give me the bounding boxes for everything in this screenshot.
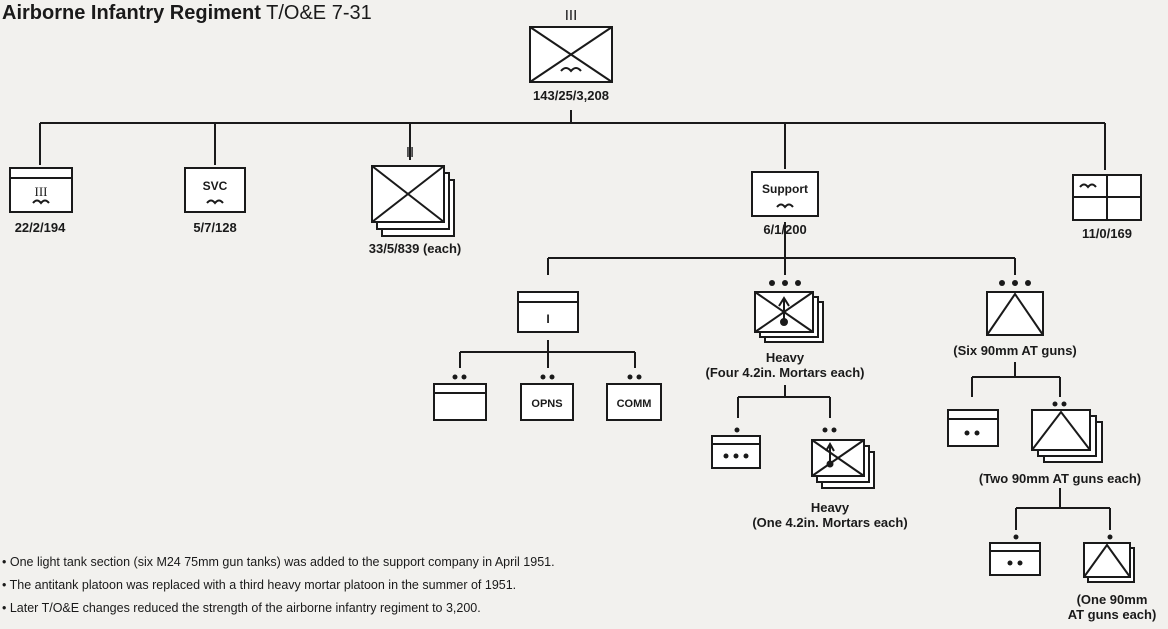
comm-section-symbol-text: COMM bbox=[617, 398, 652, 410]
heavy-mortar-platoons-caption: Heavy (Four 4.2in. Mortars each) bbox=[706, 350, 865, 380]
caption-line: (One 90mm bbox=[1076, 592, 1148, 607]
medical-company-strength: 11/0/169 bbox=[1082, 226, 1132, 241]
diagram-title: Airborne Infantry Regiment T/O&E 7-31 bbox=[2, 2, 372, 25]
support-company-strength: 6/1/200 bbox=[763, 222, 807, 237]
footnote: • Later T/O&E changes reduced the streng… bbox=[2, 601, 481, 615]
antitank-platoon-caption: (Six 90mm AT guns) bbox=[953, 343, 1077, 358]
caption-line: (Four 4.2in. Mortars each) bbox=[705, 365, 865, 380]
antitank-squad-symbol bbox=[1083, 542, 1135, 583]
footnotes: • One light tank section (six M24 75mm g… bbox=[2, 551, 555, 620]
connector-line bbox=[459, 340, 636, 368]
echelon-mark: II bbox=[406, 144, 414, 161]
caption-line: Heavy bbox=[765, 350, 805, 365]
echelon-mark: III bbox=[565, 7, 578, 24]
hq-company-symbol-text: III bbox=[35, 184, 48, 199]
service-company-symbol-text: SVC bbox=[203, 179, 228, 193]
platoon-dots bbox=[769, 280, 1031, 286]
regiment-symbol bbox=[529, 26, 613, 83]
mortar-hq-section-symbol bbox=[711, 435, 761, 469]
caption-line: (One 4.2in. Mortars each) bbox=[752, 515, 908, 530]
title-main: Airborne Infantry Regiment bbox=[2, 2, 261, 24]
antitank-platoon-symbol bbox=[986, 291, 1044, 336]
connector-line bbox=[1015, 488, 1111, 530]
heavy-mortar-section-symbol bbox=[811, 439, 875, 489]
heavy-mortar-platoon-symbol bbox=[754, 291, 824, 343]
heavy-mortar-sections-caption: Heavy (One 4.2in. Mortars each) bbox=[752, 500, 907, 530]
hq-company-strength: 22/2/194 bbox=[14, 220, 66, 235]
squad-dots bbox=[1013, 534, 1113, 540]
footnote: • One light tank section (six M24 75mm g… bbox=[2, 555, 555, 569]
support-company-symbol bbox=[751, 171, 819, 217]
support-hq-platoon-symbol bbox=[517, 291, 579, 333]
title-suffix: T/O&E 7-31 bbox=[266, 2, 372, 24]
antitank-section-symbol bbox=[1031, 409, 1103, 463]
ops-section-symbol bbox=[520, 383, 574, 421]
caption-line: AT guns each) bbox=[1067, 607, 1157, 622]
hq-section-symbol bbox=[433, 383, 487, 421]
at-squad-hq-symbol bbox=[989, 542, 1041, 576]
section-dots bbox=[452, 374, 642, 380]
footnote: • The antitank platoon was replaced with… bbox=[2, 578, 517, 592]
service-company-strength: 5/7/128 bbox=[193, 220, 237, 235]
caption-line: Heavy bbox=[810, 500, 850, 515]
at-hq-section-symbol bbox=[947, 409, 999, 447]
support-company-symbol-text: Support bbox=[762, 182, 808, 196]
connector-line bbox=[971, 362, 1061, 397]
connector-line bbox=[737, 385, 831, 418]
section-dots bbox=[734, 427, 837, 433]
connector-line bbox=[547, 222, 1016, 275]
medical-company-symbol bbox=[1072, 174, 1142, 221]
connector-line bbox=[39, 110, 1106, 160]
battalions-strength: 33/5/839 (each) bbox=[368, 241, 462, 256]
hq-company-symbol bbox=[9, 167, 73, 213]
comm-section-symbol bbox=[606, 383, 662, 421]
antitank-sections-caption: (Two 90mm AT guns each) bbox=[978, 471, 1142, 486]
service-company-symbol bbox=[184, 167, 246, 213]
battalions-symbol bbox=[371, 165, 455, 237]
ops-section-symbol-text: OPNS bbox=[531, 398, 562, 410]
section-dots bbox=[1052, 401, 1067, 407]
regiment-strength: 143/25/3,208 bbox=[533, 88, 609, 103]
support-hq-platoon-symbol-text: I bbox=[546, 312, 549, 326]
antitank-squads-caption: (One 90mm AT guns each) bbox=[1068, 592, 1157, 622]
